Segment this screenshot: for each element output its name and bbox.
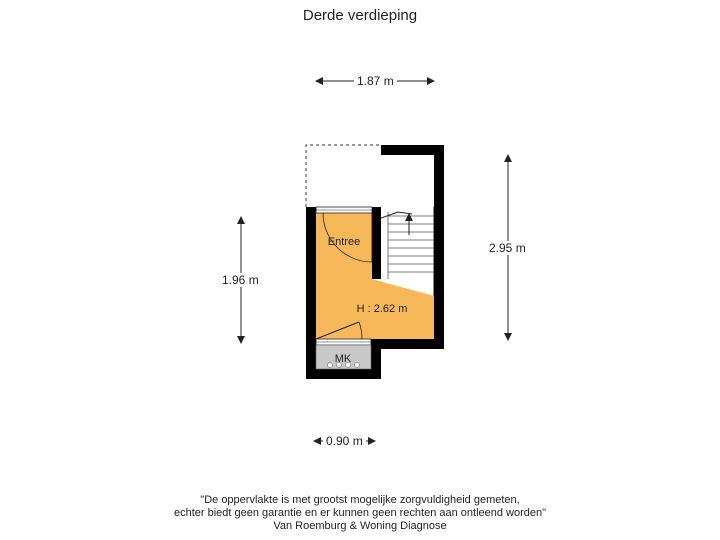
dim-top-width: 1.87 m [354, 74, 397, 88]
dim-left-height: 1.96 m [219, 273, 262, 287]
staircase [380, 207, 435, 296]
room-entree-fill [316, 212, 434, 339]
disclaimer-line-2: echter biedt geen garantie en er kunnen … [173, 507, 547, 519]
disclaimer-line-1: "De oppervlakte is met grootst mogelijke… [200, 494, 520, 506]
meter-cupboard [315, 344, 372, 370]
room-label-mk: MK [335, 353, 352, 365]
disclaimer-line-3: Van Roemburg & Woning Diagnose [273, 520, 447, 532]
room-height-label: H : 2.62 m [357, 303, 408, 315]
dim-right-height: 2.95 m [486, 241, 529, 255]
void-outline [305, 144, 381, 207]
floor-title: Derde verdieping [302, 7, 418, 24]
disclaimer: "De oppervlakte is met grootst mogelijke… [0, 494, 720, 533]
room-label-entree: Entree [328, 236, 360, 248]
walls [306, 145, 444, 379]
dim-bottom-width: 0.90 m [323, 434, 366, 448]
door-entree [322, 212, 373, 263]
window-top [315, 206, 373, 214]
